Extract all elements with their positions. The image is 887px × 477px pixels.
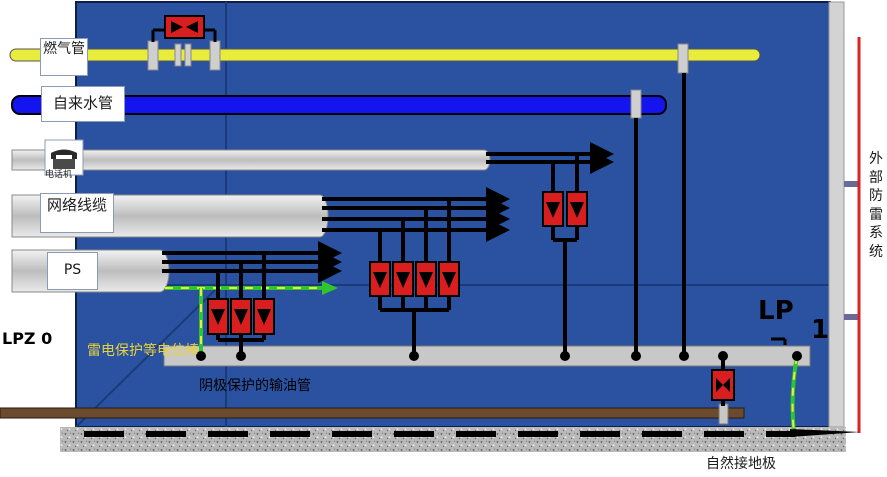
telephone-wires [486, 142, 614, 174]
isolating-spark-gap-icon [151, 15, 217, 42]
surge-protector-icon [369, 261, 460, 297]
earth-conductor [771, 337, 802, 437]
lp-label: LP [758, 296, 794, 326]
bonding-conductors [216, 73, 725, 406]
external-lps-label: 外部防雷系统 [869, 151, 883, 260]
surge-protector-icon [207, 298, 275, 335]
bonding-bar-label: 雷电保护等电位棒 [87, 343, 199, 359]
water-pipe [11, 95, 667, 115]
isolating-spark-gap-icon [711, 369, 735, 401]
lp-number-label: 1 [811, 315, 830, 345]
water-pipe-label: 自来水管 [41, 86, 125, 122]
earth-electrode-label: 自然接地极 [706, 456, 776, 472]
gas-pipe-label: 燃气管 [40, 38, 88, 76]
oil-pipe [0, 407, 745, 419]
ground-soil [60, 427, 860, 452]
oil-pipe-clamp [718, 403, 729, 425]
surge-protector-icon [542, 191, 588, 227]
power-wires [162, 241, 342, 283]
oil-pipe-label: 阴极保护的输油管 [199, 378, 311, 394]
telephone-cable [11, 149, 491, 171]
telephone-label: 电话机 [45, 170, 73, 180]
gas-pipe [9, 40, 761, 74]
bonding-bar [163, 345, 811, 367]
network-wires [322, 187, 510, 242]
network-cable-label: 网络线缆 [40, 193, 114, 233]
lpz0-label: LPZ 0 [2, 329, 53, 348]
building-wall [828, 1, 845, 428]
water-pipe-clamp [630, 89, 642, 119]
wall-connector [844, 314, 858, 320]
wall-connector [844, 181, 858, 187]
telephone-icon [44, 139, 84, 176]
ps-label: PS [47, 252, 98, 290]
arrow-right-icon [322, 281, 338, 295]
bonding-terminals [196, 351, 728, 361]
